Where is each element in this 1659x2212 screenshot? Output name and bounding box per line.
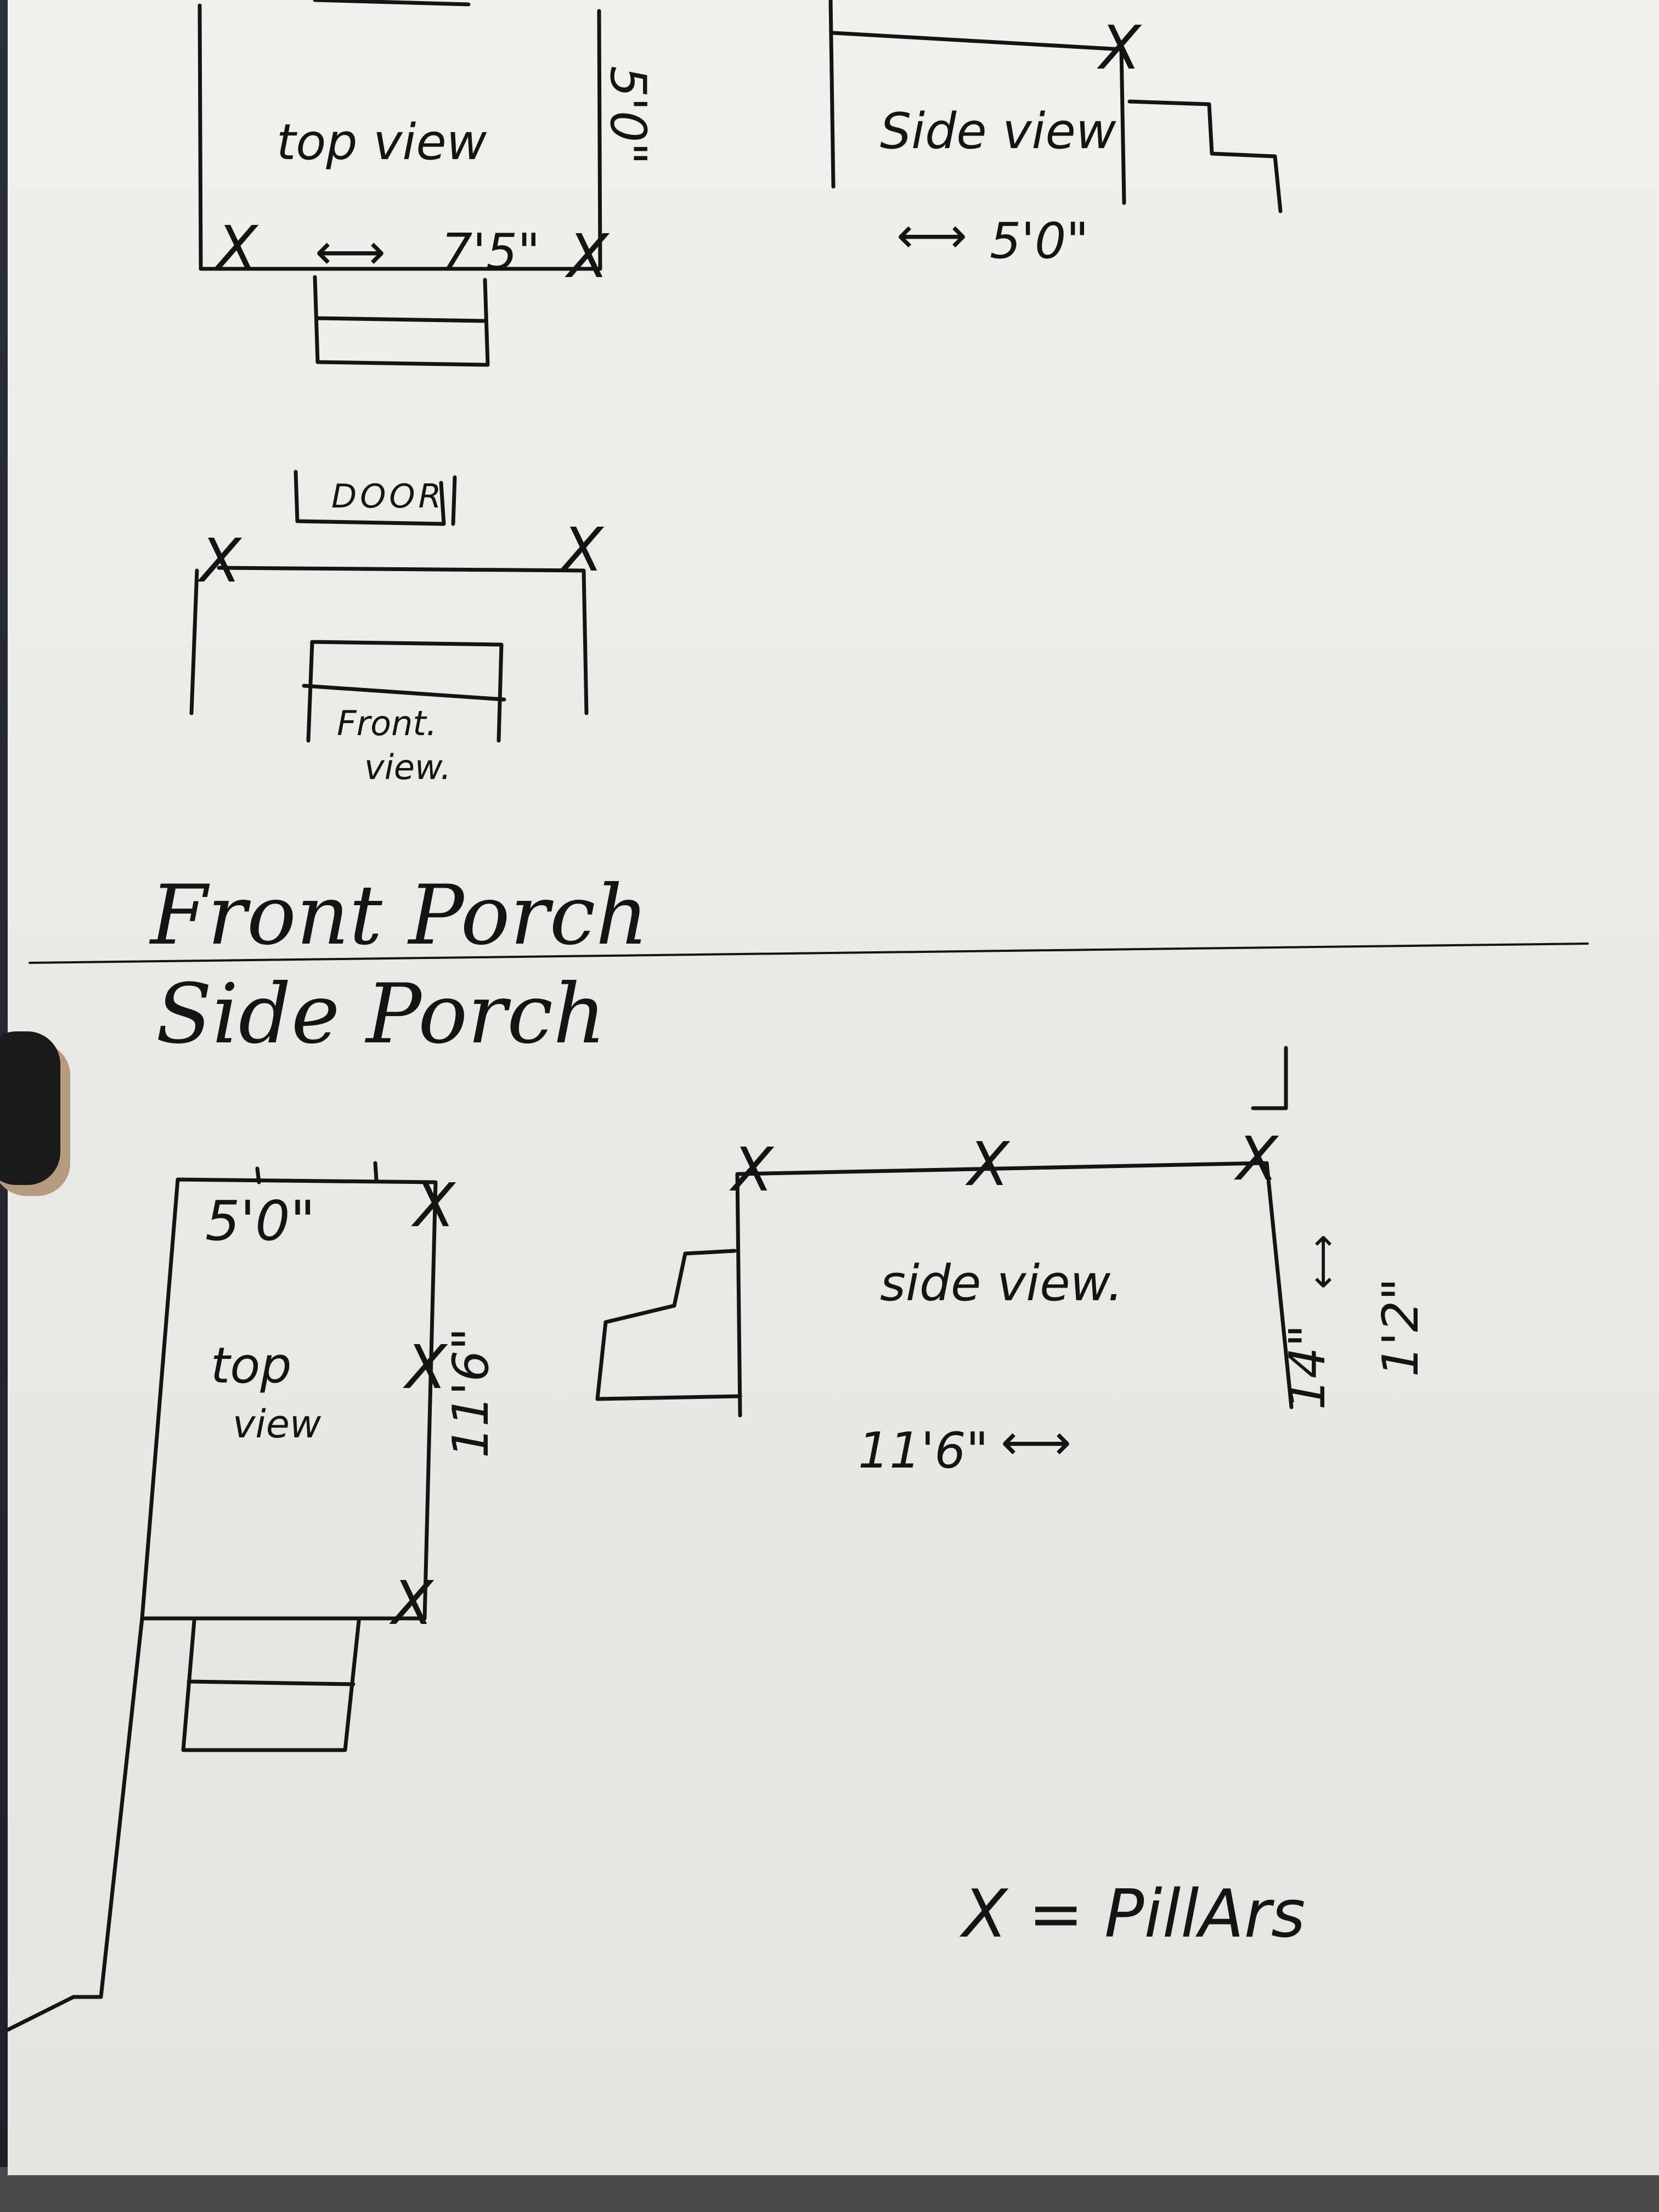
pillar-x-mark: X	[1234, 1124, 1279, 1194]
pillar-x-mark: X	[559, 515, 605, 585]
pillar-x-mark: X	[403, 1332, 448, 1402]
side-side-view-length: 11'6"	[858, 1422, 989, 1480]
side-top-view-steps	[181, 1619, 361, 1752]
front-side-view-depth: 5'0"	[990, 212, 1089, 270]
front-view-steps	[302, 640, 506, 743]
side-side-view-frame	[735, 1161, 1294, 1418]
pillar-x-mark: X	[411, 1170, 456, 1240]
front-porch-side-view: X Side view ⟷ 5'0"	[828, 0, 1283, 270]
pillar-x-mark: X	[213, 213, 259, 283]
front-side-view-label: Side view	[880, 103, 1116, 160]
pillar-x-mark: X	[965, 1129, 1011, 1199]
side-porch-side-view: X X X side view. 11'6" ⟷ 14" ⟷ 1'2"	[595, 1046, 1430, 1480]
dimension-arrow: ⟷	[1001, 1414, 1071, 1471]
legend-text: X = PillArs	[959, 1876, 1305, 1953]
front-top-view-steps	[313, 275, 490, 367]
porch-sketch-canvas: X X top view ⟷ 7'5" 5'0" X Side view ⟷ 5…	[5, 0, 1589, 2032]
front-side-view-steps	[1127, 99, 1283, 213]
front-view-frame	[189, 566, 589, 715]
dimension-arrow: ⟷	[1300, 1234, 1345, 1289]
side-side-view-label: side view.	[880, 1255, 1123, 1312]
section-divider	[29, 943, 1589, 964]
front-view-label-line2: view.	[364, 747, 452, 787]
dimension-arrow: ⟷	[896, 207, 967, 264]
front-porch-heading: Front Porch	[149, 868, 648, 963]
sketch-paper: X X top view ⟷ 7'5" 5'0" X Side view ⟷ 5…	[5, 0, 1659, 2175]
pillar-x-mark: X	[389, 1568, 435, 1638]
thumb	[0, 1031, 60, 1185]
pillar-x-mark: X	[565, 221, 610, 291]
front-top-view-label: top view	[276, 114, 487, 171]
side-top-view-outline	[140, 1177, 438, 1621]
side-side-view-steps	[595, 1249, 742, 1401]
pillar-x-mark: X	[729, 1135, 775, 1205]
pillar-x-mark: X	[197, 526, 242, 596]
side-porch-heading: Side Porch	[156, 967, 606, 1062]
side-side-view-rail-height: 1'2"	[1372, 1278, 1430, 1377]
front-side-view-wall	[828, 0, 836, 189]
door-outline	[294, 470, 457, 526]
front-porch-top-view: X X top view ⟷ 7'5" 5'0"	[198, 0, 657, 367]
side-top-view-label-line1: top	[211, 1337, 291, 1395]
door-label: DOOR	[331, 477, 444, 516]
side-top-view-ticks	[255, 1161, 379, 1184]
pillar-legend: X = PillArs	[959, 1876, 1305, 1953]
side-top-view-house-wall	[5, 1616, 144, 2032]
side-side-view-post-height: 14"	[1279, 1324, 1336, 1410]
front-top-view-door-edge	[313, 0, 471, 7]
side-top-view-label-line2: view	[233, 1402, 321, 1447]
front-view-label-line1: Front.	[337, 703, 437, 743]
side-porch-top-view: X X X 5'0" top view 11'6"	[5, 1161, 500, 2032]
front-side-view-porch	[831, 31, 1126, 205]
front-top-view-depth: 5'0"	[599, 66, 657, 165]
side-top-view-width: 5'0"	[205, 1189, 315, 1253]
front-porch-front-view: DOOR X X Front. view.	[189, 470, 605, 787]
side-side-view-top-post	[1251, 1046, 1288, 1110]
front-top-view-width: 7'5"	[441, 223, 540, 281]
pillar-x-mark: X	[1097, 13, 1142, 83]
dimension-arrow: ⟷	[315, 223, 386, 281]
side-top-view-length: 11'6"	[442, 1328, 500, 1458]
front-top-view-outline	[198, 3, 602, 271]
